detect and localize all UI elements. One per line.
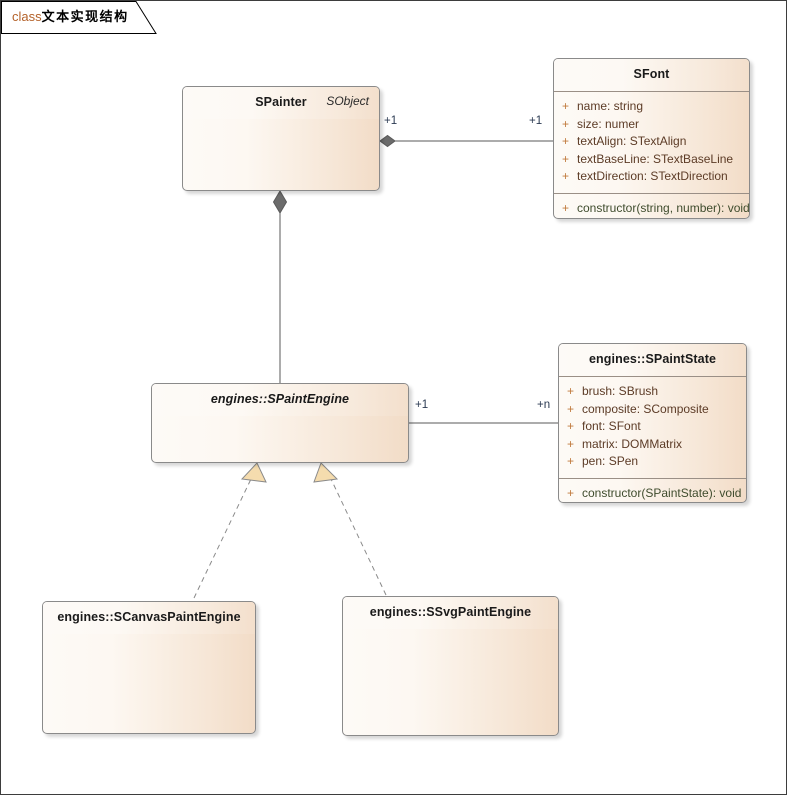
realization-triangle-icon (313, 462, 339, 483)
class-header-scanvaspaintengine: engines::SCanvasPaintEngine (43, 602, 255, 634)
class-box-spainter[interactable]: SObject SPainter (182, 86, 380, 191)
visibility-marker: + (566, 485, 574, 500)
class-box-spaintengine[interactable]: engines::SPaintEngine (151, 383, 409, 463)
connector-canvas-realization (193, 462, 267, 599)
operations-section-sfont: + constructor(string, number): void (554, 192, 749, 219)
operation-label: constructor(string, number): void (577, 200, 750, 215)
visibility-marker: + (561, 134, 569, 148)
class-name-sfont: SFont (633, 67, 670, 81)
multiplicity-painter-font-target: +1 (529, 115, 543, 127)
multiplicity-engine-state-target: +n (537, 399, 551, 411)
visibility-marker: + (566, 384, 574, 398)
operations-section-spaintstate: + constructor(SPaintState): void (559, 477, 746, 503)
visibility-marker: + (561, 151, 569, 166)
attribute-row: + textAlign: STextAlign (554, 133, 749, 151)
attribute-label: size: numer (577, 116, 640, 131)
attribute-row: + font: SFont (559, 418, 746, 436)
connector-painter-font (379, 134, 553, 148)
class-header-spainter: SObject SPainter (183, 87, 379, 119)
class-name-spaintstate: engines::SPaintState (588, 352, 717, 366)
attribute-row: + pen: SPen (559, 453, 746, 471)
class-name-ssvgpaintengine: engines::SSvgPaintEngine (369, 605, 532, 619)
attribute-label: matrix: DOMMatrix (582, 436, 682, 451)
attribute-label: brush: SBrush (582, 384, 659, 398)
class-box-sfont[interactable]: SFont + name: string + size: numer + tex… (553, 58, 750, 219)
class-box-ssvgpaintengine[interactable]: engines::SSvgPaintEngine (342, 596, 559, 736)
attribute-label: font: SFont (582, 419, 641, 433)
attribute-label: textBaseLine: STextBaseLine (577, 151, 734, 166)
visibility-marker: + (561, 116, 569, 131)
visibility-marker: + (561, 99, 569, 113)
multiplicity-painter-font-source: +1 (384, 115, 398, 127)
multiplicity-engine-state-source: +1 (415, 399, 429, 411)
diagram-title-keyword: class (12, 9, 42, 24)
class-header-spaintengine: engines::SPaintEngine (152, 384, 408, 416)
attribute-row: + composite: SComposite (559, 401, 746, 419)
diagram-title: class文本实现结构 (12, 8, 129, 27)
class-box-scanvaspaintengine[interactable]: engines::SCanvasPaintEngine (42, 601, 256, 734)
class-name-spaintengine: engines::SPaintEngine (210, 392, 350, 406)
composition-diamond-icon (272, 190, 288, 214)
attribute-row: + matrix: DOMMatrix (559, 436, 746, 454)
visibility-marker: + (566, 419, 574, 433)
attribute-label: name: string (577, 99, 644, 113)
attribute-row: + textDirection: STextDirection (554, 168, 749, 186)
operation-label: constructor(SPaintState): void (582, 485, 742, 500)
class-header-spaintstate: engines::SPaintState (559, 344, 746, 377)
diagram-title-text: 文本实现结构 (41, 10, 129, 25)
visibility-marker: + (566, 454, 574, 468)
attributes-section-spaintstate: + brush: SBrush + composite: SComposite … (559, 377, 746, 478)
attribute-label: textAlign: STextAlign (577, 134, 687, 148)
attribute-label: composite: SComposite (582, 401, 709, 416)
visibility-marker: + (561, 200, 569, 215)
attribute-label: textDirection: STextDirection (577, 169, 728, 183)
class-name-spainter: SPainter (255, 95, 307, 109)
attribute-row: + textBaseLine: STextBaseLine (554, 151, 749, 169)
attribute-label: pen: SPen (582, 454, 639, 468)
title-tab-shape (1, 1, 157, 34)
class-header-ssvgpaintengine: engines::SSvgPaintEngine (343, 597, 558, 629)
attribute-row: + size: numer (554, 116, 749, 134)
class-stereotype-spainter: SObject (326, 94, 369, 108)
visibility-marker: + (566, 401, 574, 416)
visibility-marker: + (566, 436, 574, 451)
attributes-section-sfont: + name: string + size: numer + textAlign… (554, 92, 749, 193)
class-box-spaintstate[interactable]: engines::SPaintState + brush: SBrush + c… (558, 343, 747, 503)
visibility-marker: + (561, 169, 569, 183)
connector-svg-realization (313, 462, 387, 596)
class-name-scanvaspaintengine: engines::SCanvasPaintEngine (57, 610, 241, 624)
attribute-row: + brush: SBrush (559, 383, 746, 401)
operation-row: + constructor(SPaintState): void (559, 485, 746, 503)
connector-painter-engine (272, 190, 288, 383)
operation-row: + constructor(string, number): void (554, 200, 749, 218)
realization-triangle-icon (240, 462, 267, 483)
composition-diamond-icon (379, 134, 396, 148)
attribute-row: + name: string (554, 98, 749, 116)
class-header-sfont: SFont (554, 59, 749, 92)
